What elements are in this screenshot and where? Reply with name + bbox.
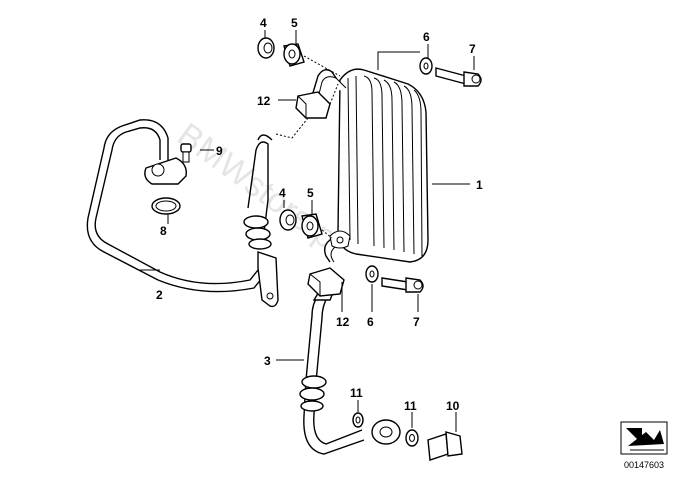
grommet-upper <box>257 37 275 59</box>
oil-pipe-lower <box>299 286 401 455</box>
hollow-bolt <box>427 431 463 461</box>
reference-number: 00147603 <box>624 460 664 470</box>
label-10: 10 <box>446 399 460 413</box>
label-5a: 5 <box>291 16 298 30</box>
bushing-upper <box>283 43 305 67</box>
o-ring <box>151 197 181 215</box>
screw-small <box>180 143 192 163</box>
bolt-lower <box>381 277 424 293</box>
leader-lines <box>140 30 475 432</box>
label-6a: 6 <box>423 30 430 44</box>
label-4b: 4 <box>279 186 286 200</box>
label-12a: 12 <box>257 94 271 108</box>
arrow-box-icon <box>620 421 668 455</box>
holder-lower <box>307 267 345 297</box>
label-2: 2 <box>156 288 163 302</box>
oil-pipe-upper <box>86 119 279 308</box>
bushing-lower <box>301 213 323 239</box>
bolt-upper <box>435 67 482 87</box>
label-8: 8 <box>160 224 167 238</box>
label-1: 1 <box>476 178 483 192</box>
label-3: 3 <box>264 354 271 368</box>
label-5b: 5 <box>307 186 314 200</box>
label-6b: 6 <box>367 315 374 329</box>
label-9: 9 <box>216 144 223 158</box>
grommet-lower <box>279 209 297 231</box>
holder-upper <box>295 91 331 119</box>
label-4a: 4 <box>260 16 267 30</box>
label-11b: 11 <box>404 399 417 413</box>
label-7b: 7 <box>413 315 420 329</box>
part-labels: 1 2 3 4 4 5 5 6 6 7 7 8 9 10 11 11 12 12 <box>156 16 483 413</box>
label-11a: 11 <box>350 386 363 400</box>
label-7a: 7 <box>469 42 476 56</box>
label-12b: 12 <box>336 315 350 329</box>
oil-cooler <box>311 68 429 263</box>
